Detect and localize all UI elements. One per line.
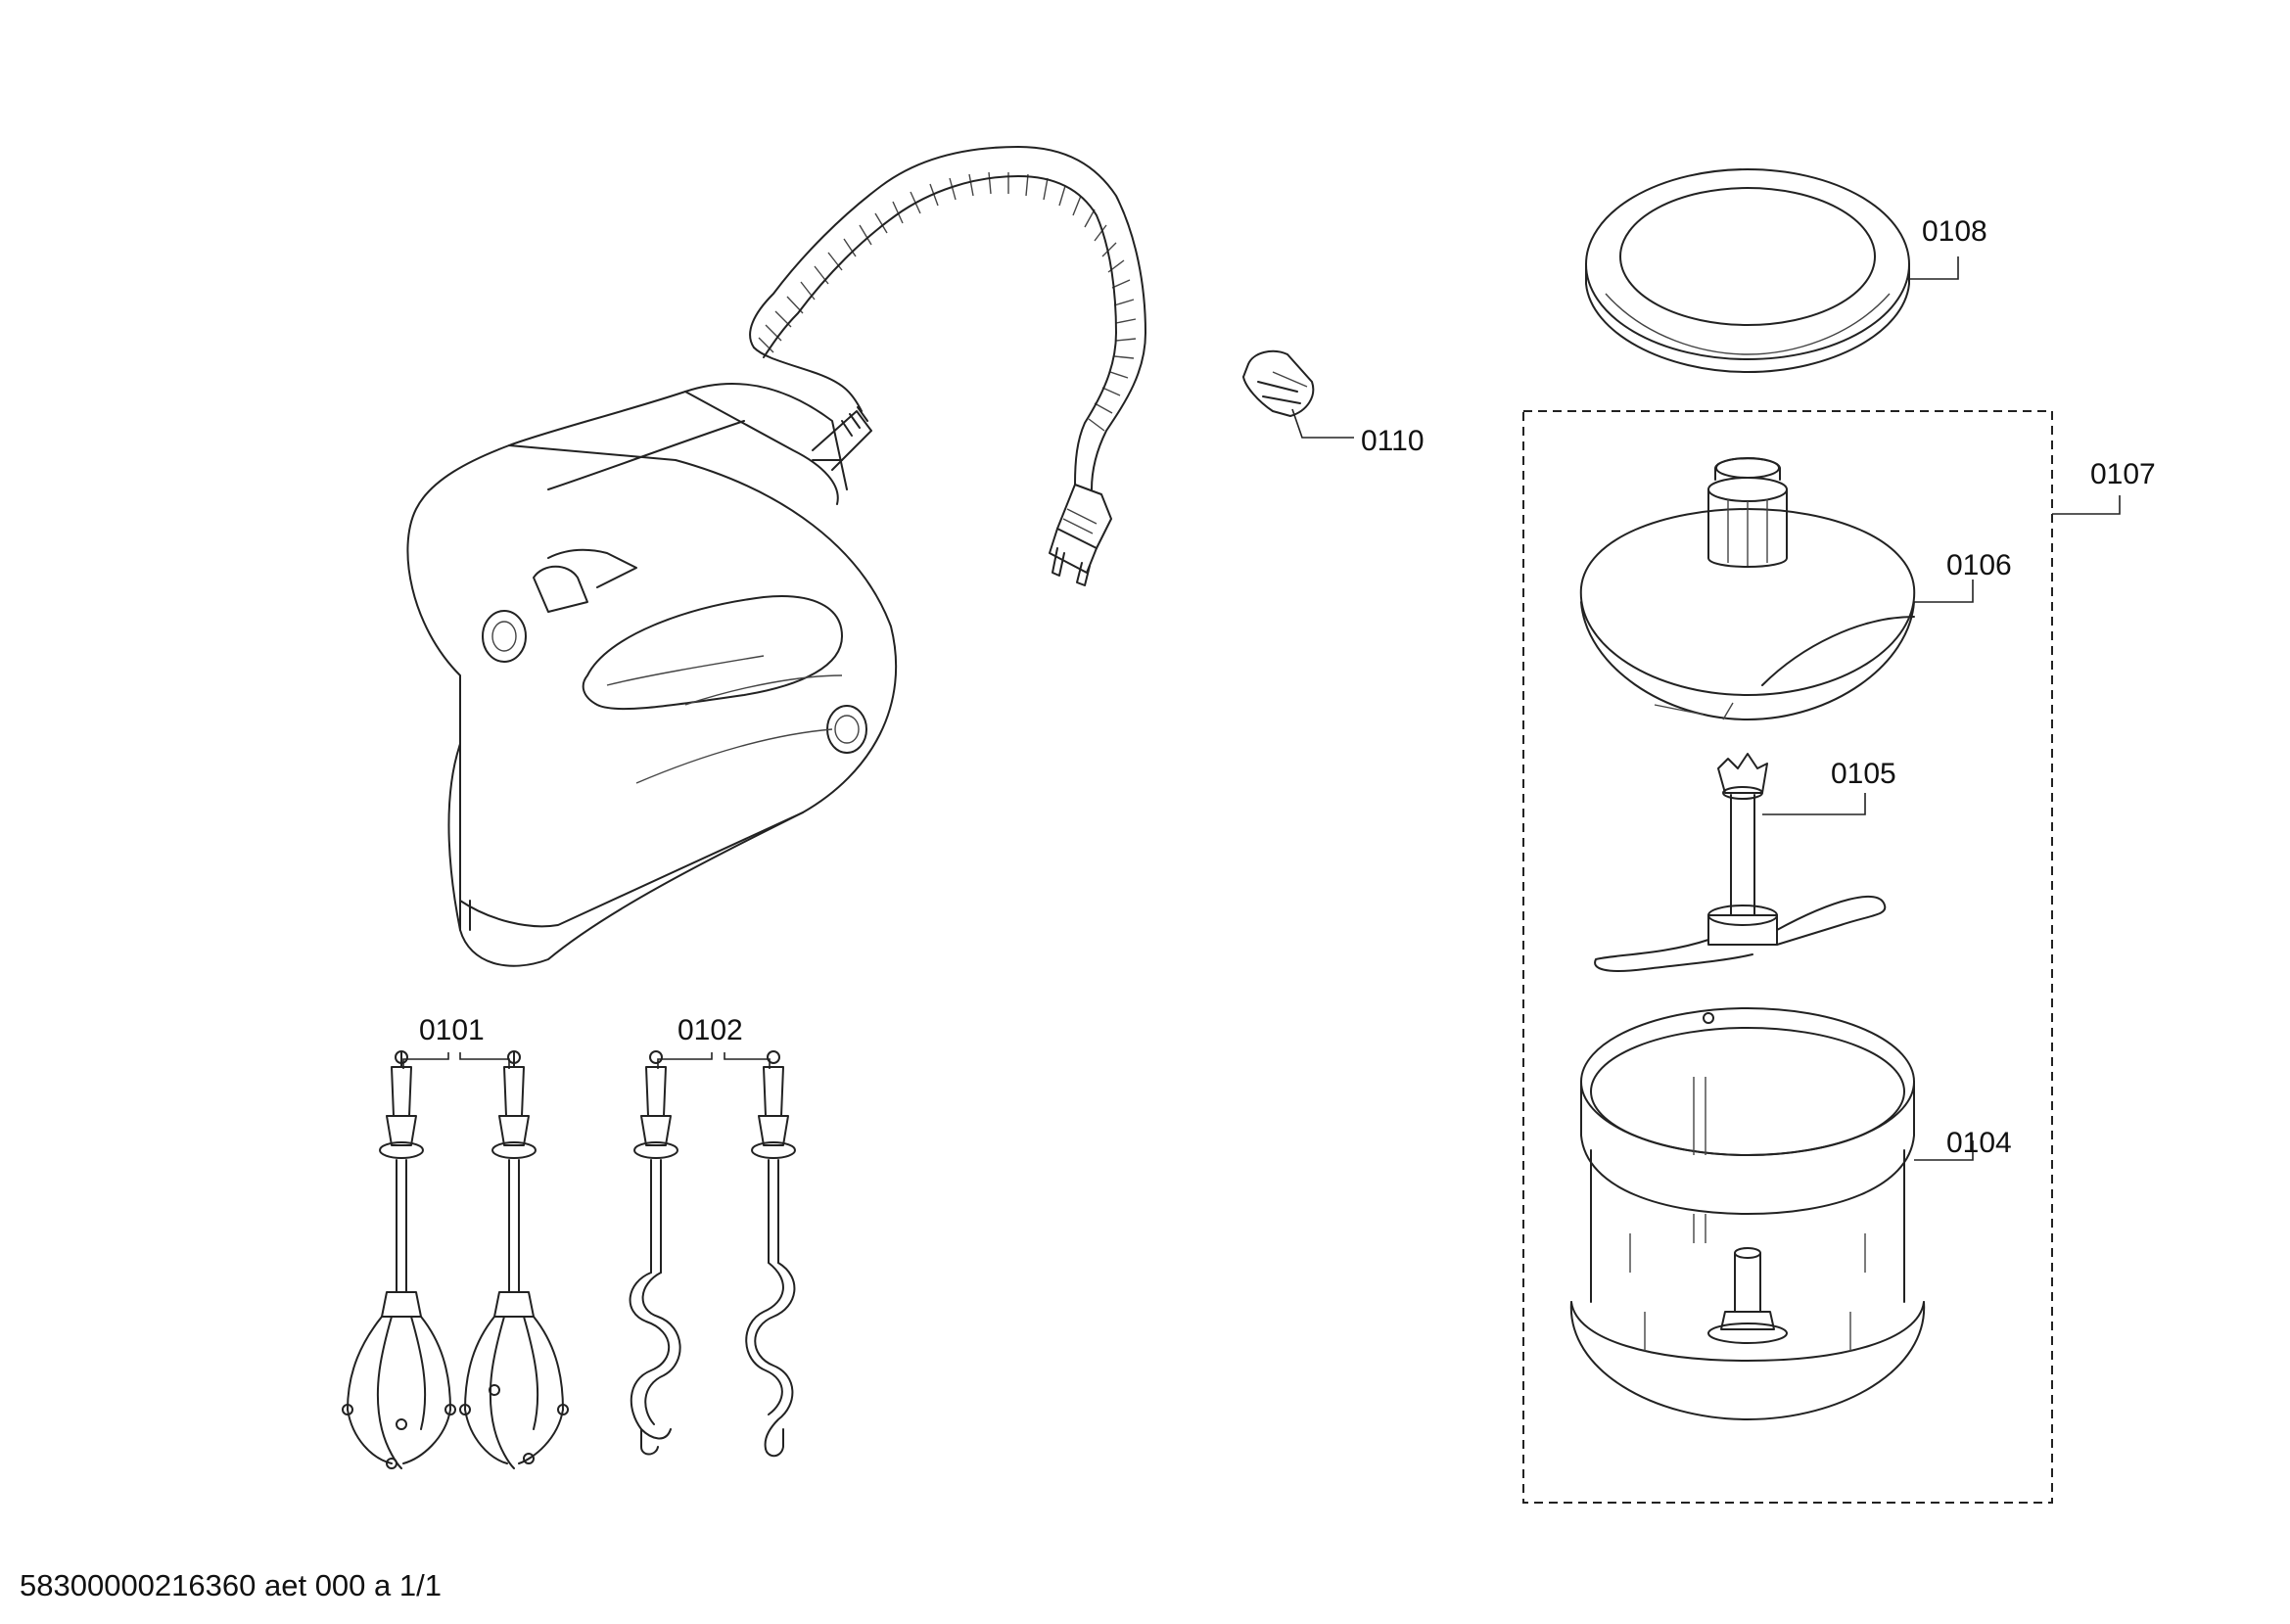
label-0105: 0105 [1831,758,1896,790]
chopper-blade [1594,753,1887,972]
chopper-lid [1579,457,1974,720]
label-0110: 0110 [1361,425,1425,457]
hand-mixer-body [406,146,1146,967]
bowl-base-ring [1585,168,1959,373]
beater-left [342,1050,456,1469]
chopper-attachment-set [1522,410,2121,1504]
beater-right [459,1050,569,1469]
cord-clip [1242,349,1354,439]
dough-hooks [629,1050,796,1458]
label-0104: 0104 [1946,1127,2012,1159]
dough-hook-right [745,1050,796,1458]
dough-hook-left [629,1050,681,1456]
label-0102: 0102 [678,1014,743,1046]
chopper-bowl [1569,1007,1974,1420]
label-0106: 0106 [1946,549,2012,581]
beaters [342,1050,569,1469]
label-0108: 0108 [1922,215,1987,248]
label-0101: 0101 [419,1014,485,1046]
document-code: 58300000216360 aet 000 a 1/1 [20,1568,442,1602]
label-0107: 0107 [2090,458,2156,490]
